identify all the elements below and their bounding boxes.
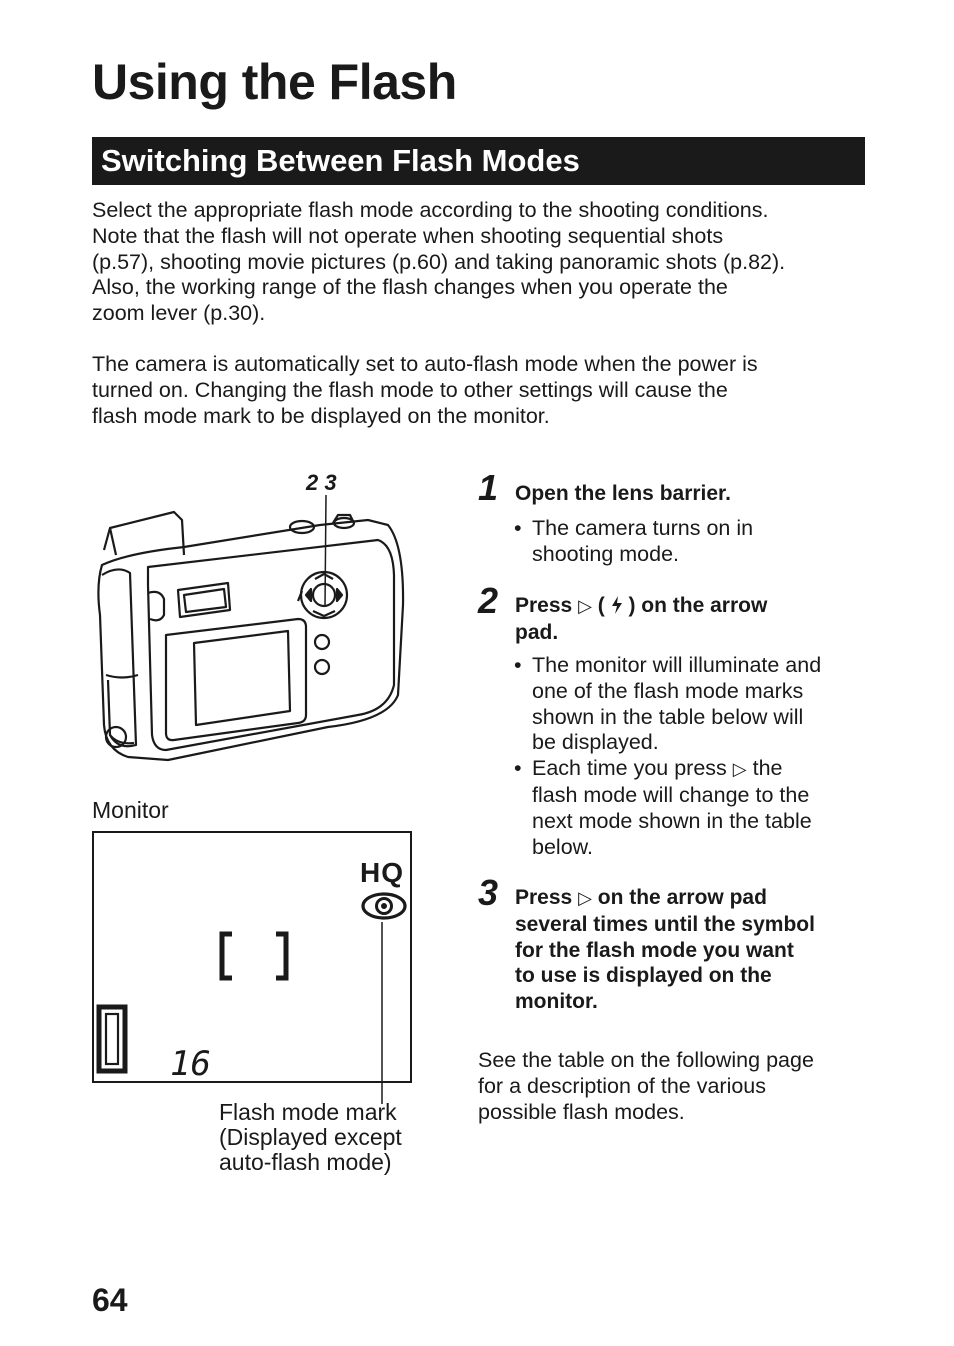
quality-mode-text: HQ xyxy=(360,857,404,888)
step-heading-line: Press ▷ ( ) on the arrow xyxy=(515,593,767,620)
flash-mark-caption: Flash mode mark (Displayed except auto-f… xyxy=(219,1100,402,1175)
bullet-line: one of the flash mode marks xyxy=(532,678,804,703)
step-heading-line: to use is displayed on the xyxy=(515,964,772,988)
monitor-display xyxy=(92,831,412,1083)
bullet-line: shown in the table below will xyxy=(532,704,804,729)
page-title: Using the Flash xyxy=(92,54,457,110)
shots-remaining: 16 xyxy=(170,1044,211,1084)
bullet-text: the xyxy=(752,756,783,781)
auto-line: The camera is automatically set to auto-… xyxy=(92,352,758,376)
step-heading: Press ▷ on the arrow pad several times u… xyxy=(515,885,815,1015)
section-title: Switching Between Flash Modes xyxy=(101,143,580,178)
callout-label: 2 3 xyxy=(306,470,337,495)
list-item: • The monitor will illuminate and one of… xyxy=(514,653,822,755)
intro-line: Select the appropriate flash mode accord… xyxy=(92,198,769,222)
right-triangle-icon: ▷ xyxy=(578,596,592,616)
bullet-line: Each time you press ▷ the xyxy=(532,756,821,783)
step-heading-line: monitor. xyxy=(515,990,598,1014)
step-heading-text: on the arrow pad xyxy=(597,886,767,909)
list-item: • Each time you press ▷ the flash mode w… xyxy=(514,756,821,860)
bullet-line: be displayed. xyxy=(532,730,659,755)
auto-line: turned on. Changing the flash mode to ot… xyxy=(92,377,728,402)
flash-icon xyxy=(611,596,622,614)
bullet-line: The camera turns on in xyxy=(532,516,754,540)
step-heading-line: several times until the symbol xyxy=(515,912,815,936)
intro-line: Note that the flash will not operate whe… xyxy=(92,223,724,248)
intro-line: Also, the working range of the flash cha… xyxy=(92,275,728,300)
caption-line: Flash mode mark xyxy=(219,1099,397,1125)
bullet-text: Each time you press xyxy=(532,756,727,781)
af-target-marks-icon xyxy=(219,931,289,981)
step-number: 1 xyxy=(478,467,499,508)
caption-line: auto-flash mode) xyxy=(219,1149,392,1175)
step-heading-text: Press xyxy=(515,594,573,617)
note-line: possible flash modes. xyxy=(478,1099,685,1124)
step-heading-line: for the flash mode you want xyxy=(515,938,794,962)
bullet-line: below. xyxy=(532,834,593,859)
note-line: for a description of the various xyxy=(478,1073,767,1098)
step-number: 2 xyxy=(478,580,499,621)
step-heading: Open the lens barrier. xyxy=(515,481,731,507)
page-number: 64 xyxy=(92,1282,128,1318)
step-heading-text: Press xyxy=(515,886,573,909)
monitor-label: Monitor xyxy=(92,797,169,823)
caption-line: (Displayed except xyxy=(219,1124,402,1150)
step-heading-text: ) on the arrow xyxy=(628,594,768,617)
bullet-line: next mode shown in the table xyxy=(532,808,812,833)
step-number: 3 xyxy=(478,872,499,913)
section-title-bar xyxy=(92,137,865,185)
bullet-line: shooting mode. xyxy=(532,541,680,566)
bullet-line: flash mode will change to the xyxy=(532,782,810,807)
camera-illustration xyxy=(97,495,405,762)
step-bullets: • The camera turns on in shooting mode. xyxy=(514,516,753,568)
step-heading-line: pad. xyxy=(515,620,559,644)
right-triangle-icon: ▷ xyxy=(732,759,747,780)
step-heading-line: Press ▷ on the arrow pad xyxy=(515,885,815,912)
see-table-note: See the table on the following page for … xyxy=(478,1048,814,1125)
step-bullets: • The monitor will illuminate and one of… xyxy=(514,653,821,860)
auto-flash-paragraph: The camera is automatically set to auto-… xyxy=(92,352,872,429)
caption-leader-line xyxy=(381,922,383,1104)
step-heading-line: Open the lens barrier. xyxy=(515,482,731,505)
step-heading-text: ( xyxy=(597,594,605,617)
intro-line: zoom lever (p.30). xyxy=(92,301,266,326)
red-eye-icon xyxy=(361,892,407,920)
right-triangle-icon: ▷ xyxy=(578,888,592,908)
battery-icon xyxy=(96,1004,128,1074)
intro-line: (p.57), shooting movie pictures (p.60) a… xyxy=(92,249,786,274)
note-line: See the table on the following page xyxy=(478,1048,814,1072)
bullet-line: The monitor will illuminate and xyxy=(532,653,822,677)
intro-paragraph: Select the appropriate flash mode accord… xyxy=(92,198,872,327)
auto-line: flash mode mark to be displayed on the m… xyxy=(92,403,550,428)
step-heading: Press ▷ ( ) on the arrow pad. xyxy=(515,593,767,646)
list-item: • The camera turns on in shooting mode. xyxy=(514,516,754,566)
